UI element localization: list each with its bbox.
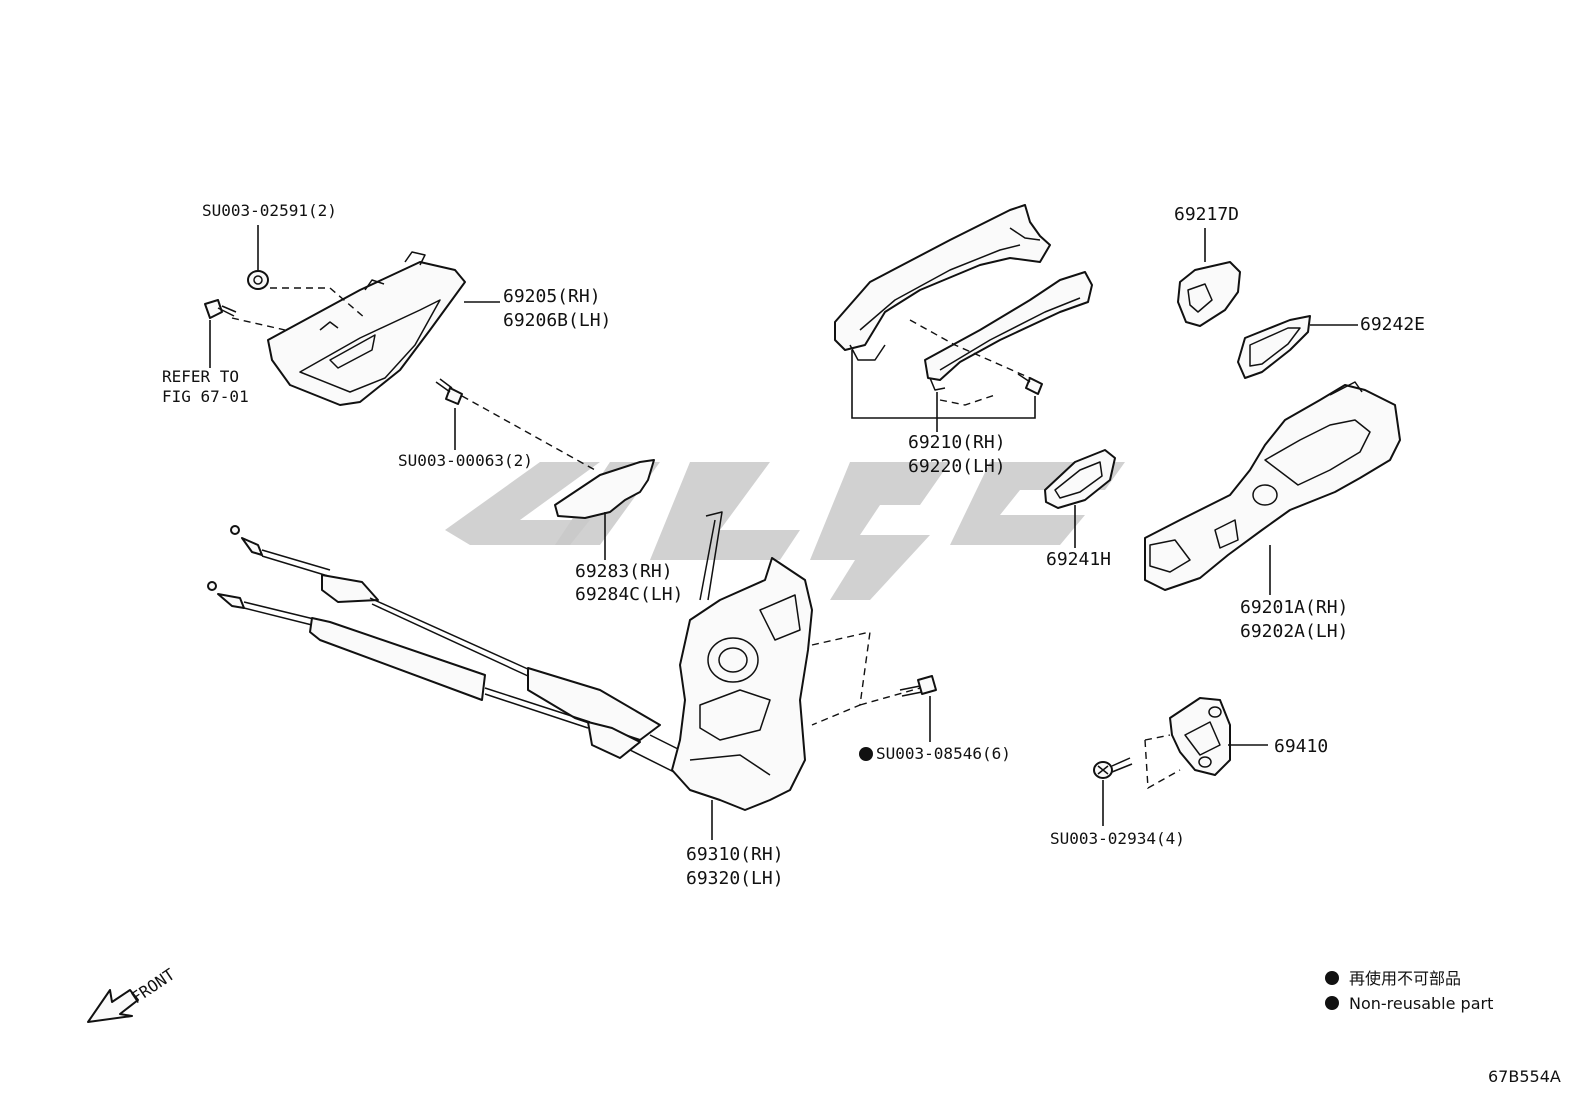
legend-bullet-jp bbox=[1325, 971, 1339, 985]
label-69242e: 69242E bbox=[1360, 314, 1425, 335]
outer-door-handle bbox=[834, 204, 1051, 361]
legend: 再使用不可部品 Non-reusable part bbox=[1325, 969, 1493, 1013]
label-69320: 69320(LH) bbox=[686, 868, 784, 889]
screw-08546 bbox=[899, 675, 937, 697]
label-su003-00063: SU003-00063(2) bbox=[398, 451, 533, 470]
label-69241h: 69241H bbox=[1046, 549, 1111, 570]
door-striker-69410 bbox=[1169, 697, 1231, 776]
cable-upper bbox=[230, 525, 701, 761]
label-69410: 69410 bbox=[1274, 736, 1328, 757]
handle-frame-69201a bbox=[1144, 381, 1401, 591]
label-69283: 69283(RH) bbox=[575, 561, 673, 582]
gasket-69241h bbox=[1044, 449, 1116, 509]
label-front: FRONT bbox=[128, 964, 179, 1007]
label-su003-02934: SU003-02934(4) bbox=[1050, 829, 1185, 848]
legend-bullet-en bbox=[1325, 996, 1339, 1010]
screw-00063 bbox=[435, 378, 463, 405]
bolt-left bbox=[204, 299, 237, 319]
figure-code: 67B554A bbox=[1488, 1067, 1561, 1086]
label-69205: 69205(RH) bbox=[503, 286, 601, 307]
label-69284c: 69284C(LH) bbox=[575, 584, 683, 605]
watermark-logo bbox=[445, 462, 1125, 600]
label-69210: 69210(RH) bbox=[908, 432, 1006, 453]
non-reusable-bullet bbox=[859, 747, 873, 761]
label-69206b: 69206B(LH) bbox=[503, 310, 611, 331]
label-69220: 69220(LH) bbox=[908, 456, 1006, 477]
screw-handle bbox=[1017, 373, 1043, 395]
handle-base-frame bbox=[924, 271, 1093, 391]
label-69202a: 69202A(LH) bbox=[1240, 621, 1348, 642]
screw-02934 bbox=[1093, 757, 1133, 779]
cable-lower bbox=[207, 581, 691, 781]
handle-cap-69217d bbox=[1177, 261, 1241, 327]
legend-en: Non-reusable part bbox=[1349, 994, 1493, 1013]
door-lock-assembly bbox=[671, 511, 813, 811]
label-69310: 69310(RH) bbox=[686, 844, 784, 865]
label-fig-67-01: FIG 67-01 bbox=[162, 387, 249, 406]
label-refer-to: REFER TO bbox=[162, 367, 239, 386]
legend-jp: 再使用不可部品 bbox=[1349, 969, 1461, 988]
label-su003-08546: SU003-08546(6) bbox=[876, 744, 1011, 763]
label-69217d: 69217D bbox=[1174, 204, 1239, 225]
label-69201a: 69201A(RH) bbox=[1240, 597, 1348, 618]
gasket-69242e bbox=[1237, 315, 1311, 379]
clip-nut bbox=[247, 270, 269, 290]
trim-piece-69283 bbox=[554, 459, 655, 519]
inner-handle-bezel bbox=[267, 251, 466, 406]
label-su003-02591: SU003-02591(2) bbox=[202, 201, 337, 220]
front-direction-arrow bbox=[87, 989, 139, 1023]
